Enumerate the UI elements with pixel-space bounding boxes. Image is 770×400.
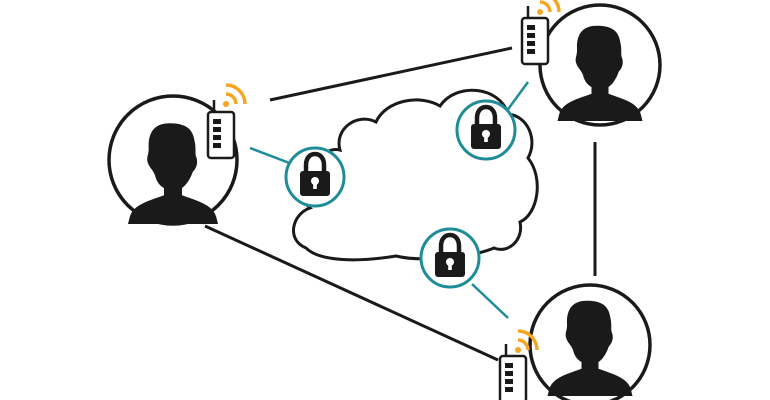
radio-transmitter-icon — [520, 4, 550, 66]
network-links — [204, 46, 597, 362]
link-left-to-top-right — [269, 46, 513, 102]
cloud-icon — [292, 88, 539, 262]
lock-left — [284, 146, 346, 208]
user-node-top-right — [520, 0, 662, 127]
lock-bottom — [419, 227, 481, 289]
connector-lock-top — [504, 81, 530, 113]
user-node-bottom-right — [498, 283, 652, 400]
user-node-left — [107, 83, 247, 226]
wifi-signal-icon — [535, 0, 561, 17]
wifi-signal-icon — [221, 83, 247, 109]
radio-transmitter-icon — [498, 342, 528, 400]
lock-top — [455, 99, 517, 161]
connector-lock-left — [249, 146, 293, 166]
link-left-to-bottom-right — [204, 224, 499, 362]
lock-connectors — [249, 81, 530, 319]
connector-lock-bottom — [471, 283, 509, 319]
